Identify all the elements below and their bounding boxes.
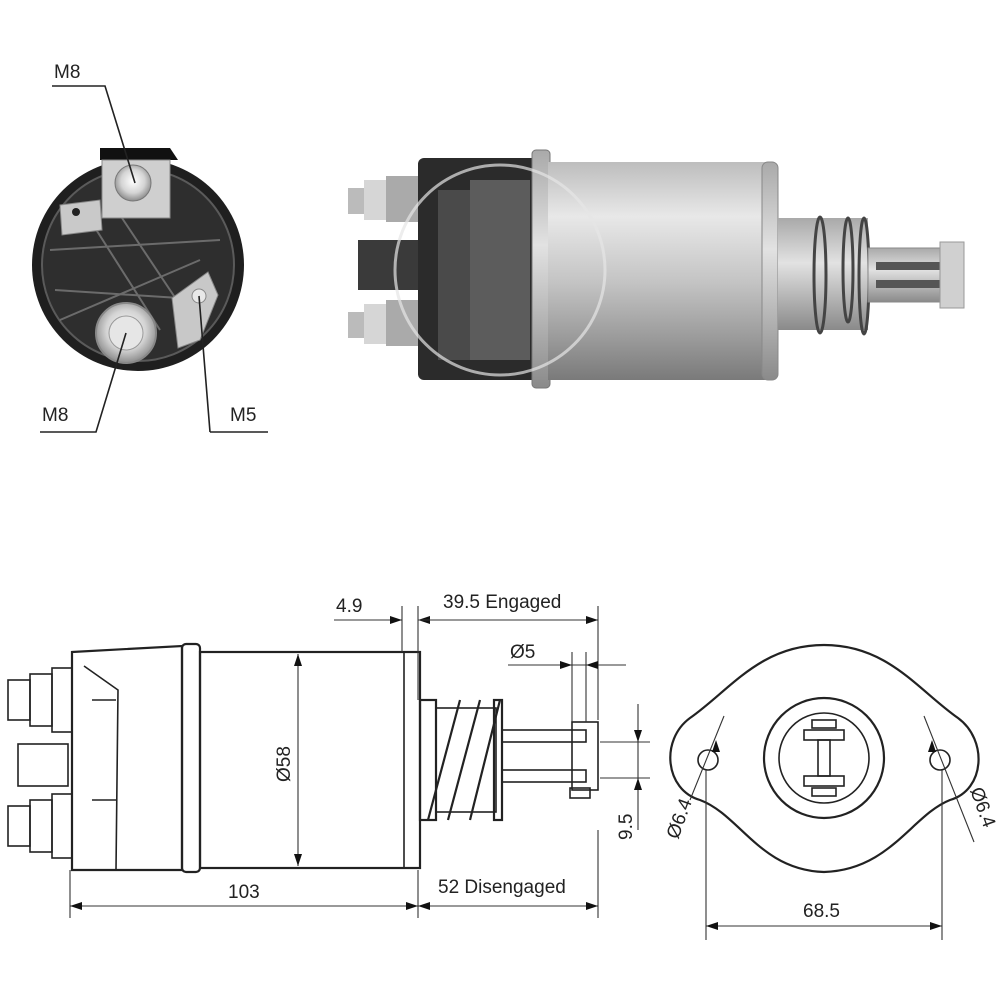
dim-flange: 4.9: [336, 596, 362, 617]
label-top-terminal: M8: [54, 62, 80, 83]
dim-body-diameter: Ø58: [274, 746, 295, 782]
side-dimension-lines: [69, 606, 650, 918]
label-small-terminal: M5: [230, 405, 256, 426]
solenoid-photo: [348, 149, 965, 389]
dim-pin-diameter: Ø5: [510, 642, 535, 663]
side-drawing: [7, 642, 599, 874]
dim-slot: 9.5: [616, 814, 637, 840]
end-view-drawing: [669, 643, 980, 874]
dim-hole-right: Ø6.4: [965, 785, 999, 831]
end-dimension-lines: [689, 715, 975, 940]
terminal-leaders: [40, 85, 268, 433]
dim-hole-spacing: 68.5: [803, 901, 840, 922]
dim-hole-left: Ø6.4: [663, 795, 697, 841]
terminal-end-view: [32, 148, 244, 371]
dim-disengaged: 52 Disengaged: [438, 877, 566, 898]
dim-length: 103: [228, 882, 260, 903]
label-bottom-terminal: M8: [42, 405, 68, 426]
dim-engaged: 39.5 Engaged: [443, 592, 561, 613]
